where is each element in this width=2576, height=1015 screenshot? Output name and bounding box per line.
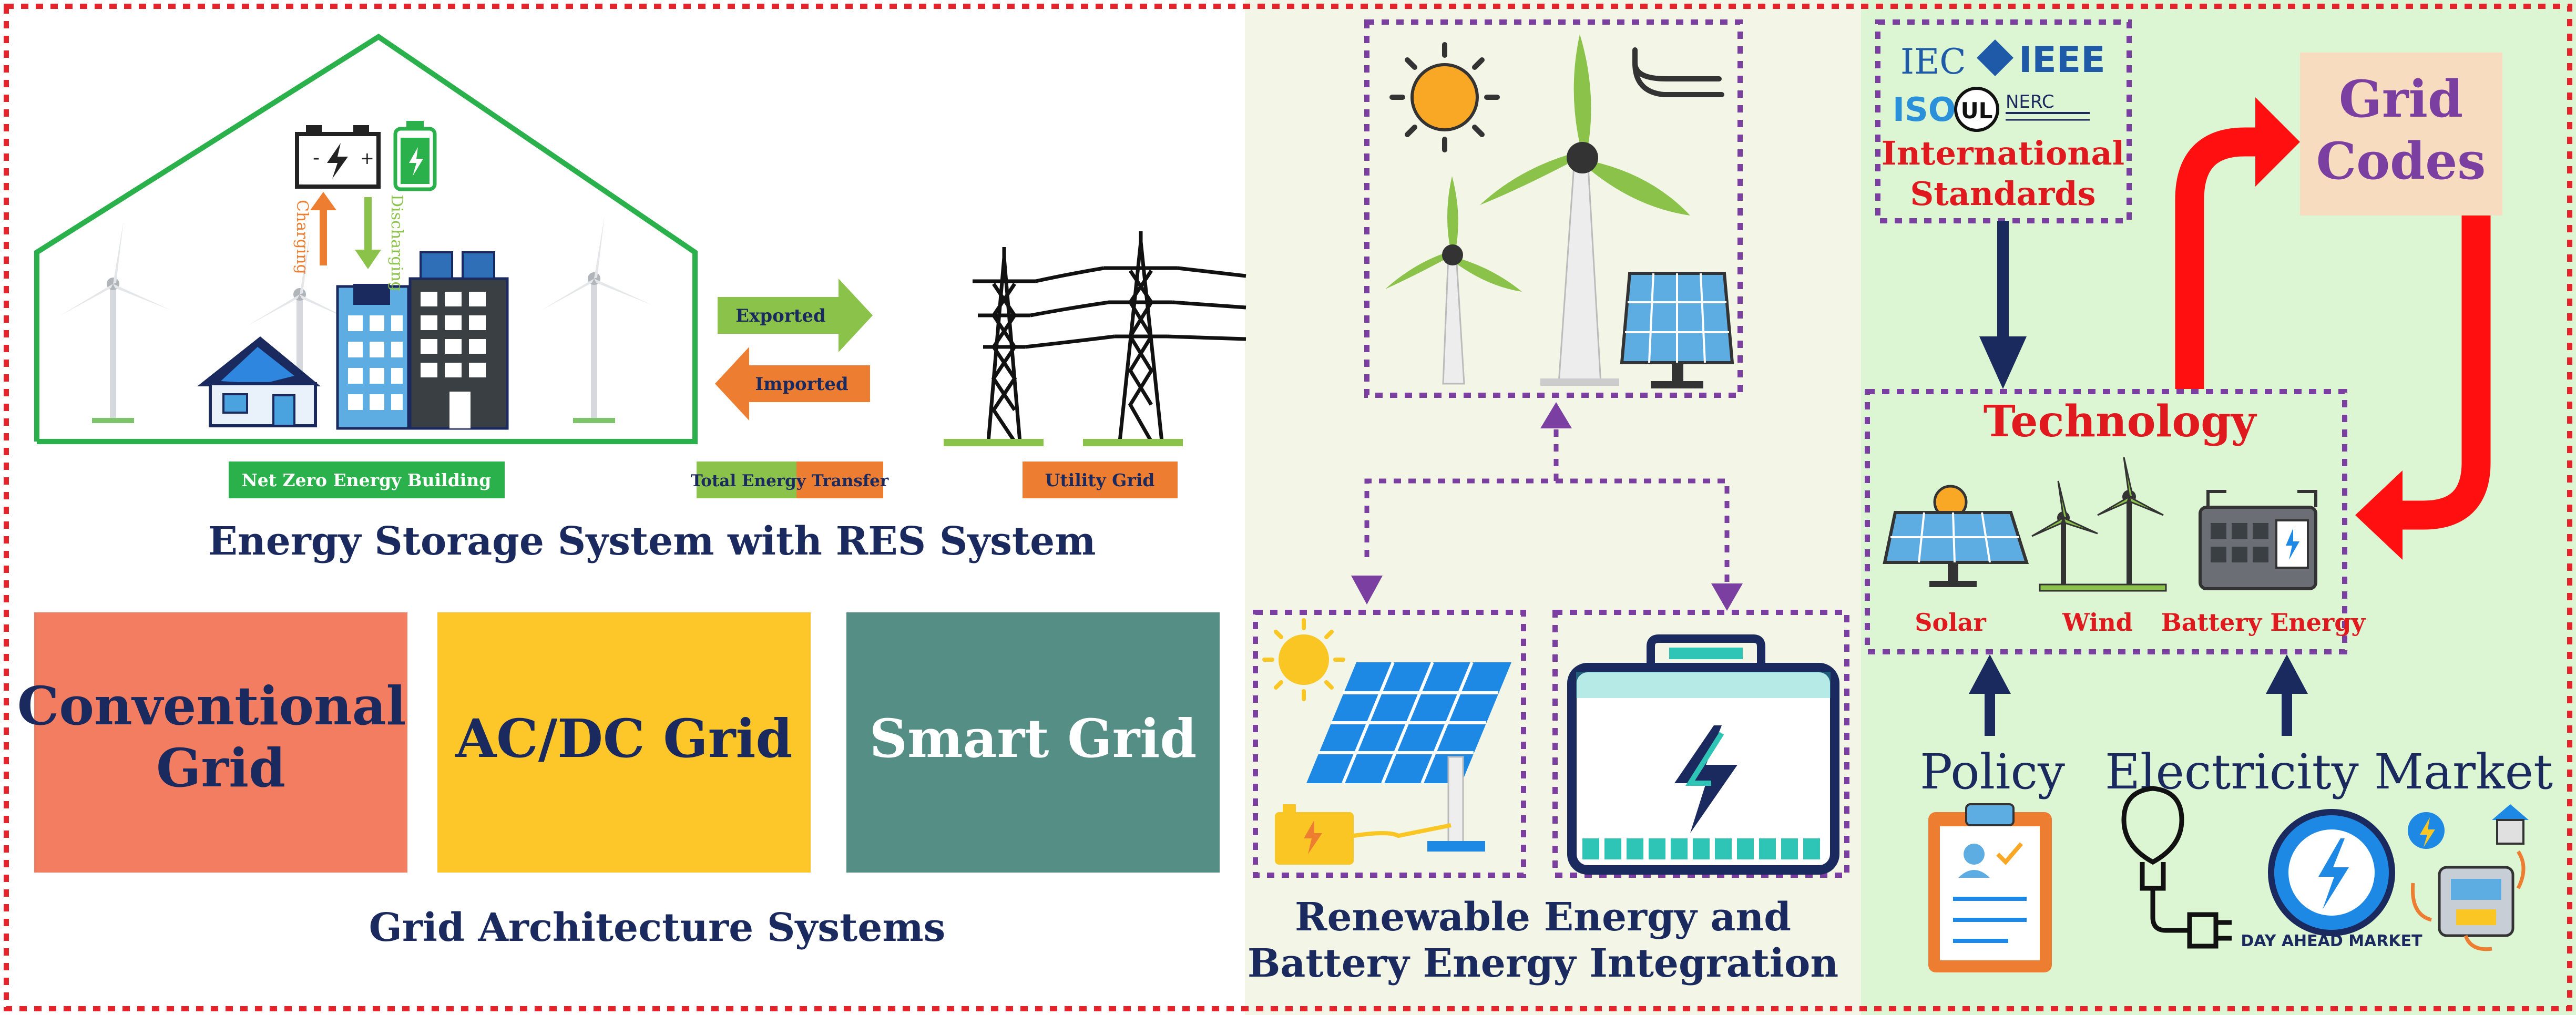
- integration-caption-line2: Battery Energy Integration: [1248, 941, 1838, 986]
- sun-icon: [1389, 42, 1500, 152]
- conventional-grid-line1: Conventional: [17, 675, 406, 737]
- ieee-logo-diamond: [1977, 39, 2013, 76]
- gridcodes-to-technology-arrow: [2397, 216, 2491, 530]
- renewable-box: [1364, 19, 1743, 398]
- charging-label: Charging: [293, 200, 311, 274]
- policy-arrowhead: [1969, 654, 2011, 694]
- grid-codes-line1: Grid: [2339, 69, 2463, 129]
- net-zero-label: Net Zero Energy Building: [242, 470, 492, 490]
- technology-box: [1865, 389, 2347, 654]
- large-wind-turbine-icon: [1480, 34, 1690, 386]
- policy-label: Policy: [1920, 744, 2065, 800]
- technology-to-gridcodes-arrow: [2175, 127, 2261, 389]
- conventional-grid-label: Conventional Grid: [17, 675, 425, 799]
- total-transfer-box-orange: [796, 462, 883, 498]
- discharging-arrowhead: [355, 250, 381, 269]
- exported-label: Exported: [735, 305, 826, 326]
- ieee-logo: IEEE: [2019, 39, 2105, 81]
- svg-text:-: -: [313, 147, 320, 169]
- grid-architecture-heading: Grid Architecture Systems: [369, 905, 946, 950]
- connector-arrows: [1364, 415, 1730, 589]
- acdc-grid-label: AC/DC Grid: [455, 708, 793, 770]
- market-label: Electricity Market: [2105, 744, 2553, 800]
- tech-wind-label: Wind: [2062, 608, 2133, 637]
- lightbulb-plug-icon: [2121, 786, 2232, 949]
- day-ahead-market-icon: DAY AHEAD MARKET: [2241, 809, 2422, 950]
- tech-solar-icon: [1883, 485, 2029, 587]
- day-ahead-label: DAY AHEAD MARKET: [2241, 932, 2422, 950]
- smart-grid-box: [846, 612, 1220, 873]
- exported-arrow: [718, 279, 873, 352]
- battery-level-icon: [393, 121, 437, 191]
- wind-turbine-icon: [541, 216, 652, 423]
- technology-title: Technology: [1984, 396, 2257, 447]
- building-icon: [336, 284, 410, 430]
- standards-arrowhead: [1979, 336, 2027, 389]
- arrow-to-solar-box: [1351, 576, 1383, 604]
- policy-clipboard-icon: [1928, 803, 2052, 972]
- smart-meter-icon: [2408, 804, 2529, 951]
- ess-heading: Energy Storage System with RES System: [208, 519, 1096, 564]
- utility-grid-box: [1023, 462, 1178, 498]
- iec-logo: IEC: [1900, 42, 1966, 82]
- imported-label: Imported: [755, 374, 848, 395]
- wind-icon: [1632, 47, 1724, 97]
- integration-caption-line1: Renewable Energy and: [1295, 895, 1791, 940]
- tech-battery-label: Battery Energy: [2161, 608, 2366, 637]
- ground-strip: [944, 439, 1044, 446]
- small-wind-turbine-icon: [1385, 176, 1522, 385]
- charging-arrowhead: [310, 192, 336, 210]
- solar-storage-icon: [1262, 618, 1511, 865]
- nerc-logo: NERC: [2006, 91, 2054, 112]
- tech-wind-icon: [2031, 457, 2167, 592]
- solar-panel-icon: [1620, 272, 1734, 388]
- net-zero-label-box: [229, 462, 505, 498]
- grid-codes-box: [2300, 53, 2502, 216]
- standards-label-line2: Standards: [1910, 175, 2095, 213]
- transmission-tower-icon: [973, 231, 1246, 443]
- office-building-icon: [408, 251, 509, 430]
- technology-to-gridcodes-arrowhead: [2255, 97, 2300, 187]
- utility-grid-label: Utility Grid: [1045, 470, 1155, 490]
- iso-logo: ISO: [1893, 90, 1956, 129]
- market-arrowhead: [2266, 654, 2308, 694]
- house-icon: [197, 336, 321, 427]
- ul-logo: UL: [1961, 98, 1993, 124]
- discharging-label: Discharging: [387, 194, 406, 292]
- imported-arrow: [715, 347, 870, 421]
- battery-energy-box: [1552, 610, 1849, 878]
- tech-solar-label: Solar: [1915, 608, 1986, 637]
- total-transfer-label: Total Energy Transfer: [691, 471, 889, 490]
- total-transfer-box-green: [697, 462, 796, 498]
- grid-codes-line2: Codes: [2316, 131, 2486, 191]
- arrow-to-battery-box: [1711, 583, 1743, 611]
- arrow-to-renewable: [1540, 402, 1572, 428]
- wind-turbine-icon: [60, 221, 171, 423]
- tech-battery-icon: [2199, 490, 2317, 590]
- battery-icon: - +: [295, 125, 381, 189]
- house-outline: [34, 34, 698, 444]
- outer-border: [4, 4, 2572, 1011]
- svg-text:+: +: [360, 148, 374, 168]
- ground-strip: [1083, 439, 1183, 446]
- conventional-grid-line2: Grid: [156, 737, 285, 799]
- acdc-grid-box: [437, 612, 811, 873]
- gridcodes-to-technology-arrowhead: [2355, 470, 2403, 560]
- solar-storage-box: [1253, 610, 1526, 878]
- large-battery-icon: [1567, 634, 1839, 875]
- ul-logo-circle: [1954, 87, 1999, 132]
- conventional-grid-box: [34, 612, 407, 873]
- standards-label-line1: International: [1882, 134, 2124, 172]
- smart-grid-label: Smart Grid: [870, 708, 1197, 770]
